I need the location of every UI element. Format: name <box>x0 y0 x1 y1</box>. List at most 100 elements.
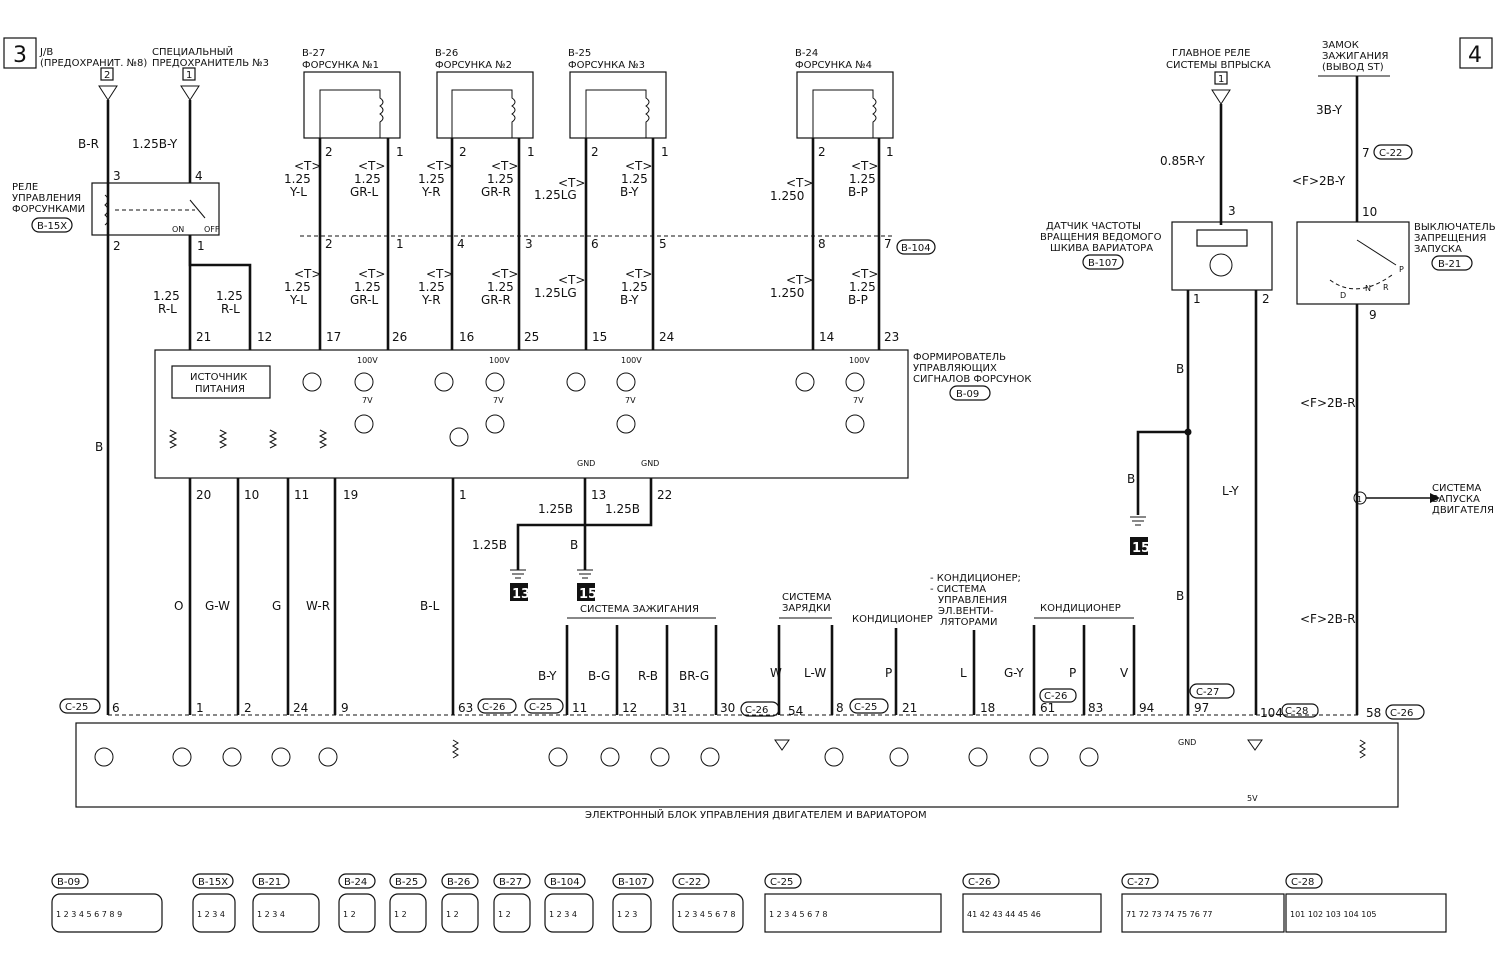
injector-2-wa-top: 1.25 <box>418 172 445 186</box>
wire-085ry: 0.85R-Y <box>1160 154 1205 168</box>
ac3-pin-1: 61 <box>1040 701 1055 715</box>
connector-body <box>493 893 531 933</box>
wire-f2by: <F>2B-Y <box>1292 174 1346 188</box>
connector-b-24: B-241 2 <box>338 873 376 933</box>
transistor-icon <box>566 372 586 392</box>
driver-pin-21: 21 <box>196 330 211 344</box>
resistor-icon <box>452 739 459 759</box>
injector-2-pin-a: 2 <box>459 145 467 159</box>
main-relay-pin-box <box>1214 71 1228 85</box>
connector-body <box>612 893 652 933</box>
c26-right: C-26 <box>1390 708 1413 719</box>
c28-frame <box>1281 703 1319 718</box>
connector-code: B-27 <box>499 877 522 888</box>
ac3-wire-3: V <box>1120 666 1129 680</box>
ign-wire-1: B-Y <box>538 669 557 683</box>
c26-mid: C-26 <box>745 705 768 716</box>
ground-15-badge <box>577 583 595 601</box>
v7-1: 7V <box>362 396 373 405</box>
inhibit-label-1: ВЫКЛЮЧАТЕЛЬ <box>1414 222 1496 233</box>
ground-15: 15 <box>579 587 597 602</box>
injector-3-coil-icon <box>585 89 650 138</box>
connector-body <box>51 893 163 933</box>
connector-b-27: B-271 2 <box>493 873 531 933</box>
sensor-pin-2: 2 <box>1262 292 1270 306</box>
c28-code: C-28 <box>1285 706 1308 717</box>
ground-15-badge-right <box>1130 537 1148 555</box>
injector-4-wb-top: 1.25 <box>849 172 876 186</box>
v5: 5V <box>1247 794 1258 803</box>
transistor-icon <box>548 747 568 767</box>
connector-pins: 1 2 3 4 <box>257 910 285 919</box>
wire-f2br: <F>2B-R <box>1300 396 1356 410</box>
connector-code-frame <box>389 873 427 889</box>
driver-transistors <box>168 372 865 449</box>
injector-1-pin-a: 2 <box>325 145 333 159</box>
transistor-icon <box>302 372 322 392</box>
driver-name-3: СИГНАЛОВ ФОРСУНОК <box>913 374 1031 385</box>
sensor-ground-wire <box>1136 430 1188 515</box>
resistor-icon <box>1359 739 1366 759</box>
connector-pins: 71 72 73 74 75 76 77 <box>1126 910 1213 919</box>
pin-58: 58 <box>1366 706 1381 720</box>
injector-4: B-24 ФОРСУНКА №4 2 1 <T> 1.250 <T> 1.25 … <box>770 48 899 350</box>
sensor-label-3: ШКИВА ВАРИАТОРА <box>1050 243 1153 254</box>
connector-body <box>962 893 1102 933</box>
relay-code-frame <box>31 217 73 233</box>
injector-4-wb-bot2: B-P <box>848 293 868 307</box>
transistor-icon <box>434 372 454 392</box>
injector-3-wa-top: 1.25LG <box>534 188 577 202</box>
ecu-box <box>75 722 1399 808</box>
connector-code: B-24 <box>344 877 367 888</box>
ecu-pin-63: 63 <box>458 701 473 715</box>
injector-4-code: B-24 <box>795 48 818 59</box>
injector-3-ecu-a: 15 <box>592 330 607 344</box>
c25-right-frame <box>849 698 889 714</box>
c25-left: C-25 <box>65 702 88 713</box>
ac2-title-2: - СИСТЕМА <box>930 584 986 595</box>
pin-104: 104 <box>1260 706 1283 720</box>
driver-pin-11: 11 <box>294 488 309 502</box>
ecu-pin-24: 24 <box>293 701 308 715</box>
injector-1-t-b: <T> <box>358 159 385 173</box>
connector-code-frame <box>252 873 290 889</box>
main-relay-2: СИСТЕМЫ ВПРЫСКА <box>1166 60 1271 71</box>
transistor-icon <box>616 372 636 392</box>
connector-code-frame <box>1285 873 1323 889</box>
connector-code-frame <box>51 873 89 889</box>
sensor-code-frame <box>1082 254 1124 270</box>
injector-4-pin-b: 1 <box>886 145 894 159</box>
injector-3-t-a: <T> <box>558 176 585 190</box>
transistor-icon <box>172 747 192 767</box>
injector-4-name: ФОРСУНКА №4 <box>795 60 872 71</box>
injector-1-t-a2: <T> <box>294 267 321 281</box>
power-source-box <box>171 365 271 399</box>
connector-code-frame <box>672 873 710 889</box>
relay-label-2: УПРАВЛЕНИЯ <box>12 193 81 204</box>
connector-c-25: C-251 2 3 4 5 6 7 8 <box>764 873 942 933</box>
b104-code: B-104 <box>901 243 931 254</box>
ac1-pin: 21 <box>902 701 917 715</box>
charging-pin-2: 8 <box>836 701 844 715</box>
driver-name-1: ФОРМИРОВАТЕЛЬ <box>913 352 1006 363</box>
ecu-internals <box>94 739 1366 767</box>
connector-code: B-09 <box>57 877 80 888</box>
driver-pin-20: 20 <box>196 488 211 502</box>
driver-pin-10: 10 <box>244 488 259 502</box>
ac3-c26-frame <box>1039 688 1077 703</box>
inhibit-box <box>1296 221 1410 305</box>
injector-4-conn-a: 8 <box>818 237 826 251</box>
transistor-icon <box>795 372 815 392</box>
ac1-wire: P <box>885 666 892 680</box>
connector-code-frame <box>962 873 1000 889</box>
connector-code: B-104 <box>550 877 580 888</box>
resistor-icon <box>268 429 278 449</box>
transistor-icon <box>1029 747 1049 767</box>
connector-body <box>1285 893 1447 933</box>
injector-1-wb-bot2: GR-L <box>350 293 378 307</box>
injector-3-wb-top2: 1.25 <box>621 280 648 294</box>
